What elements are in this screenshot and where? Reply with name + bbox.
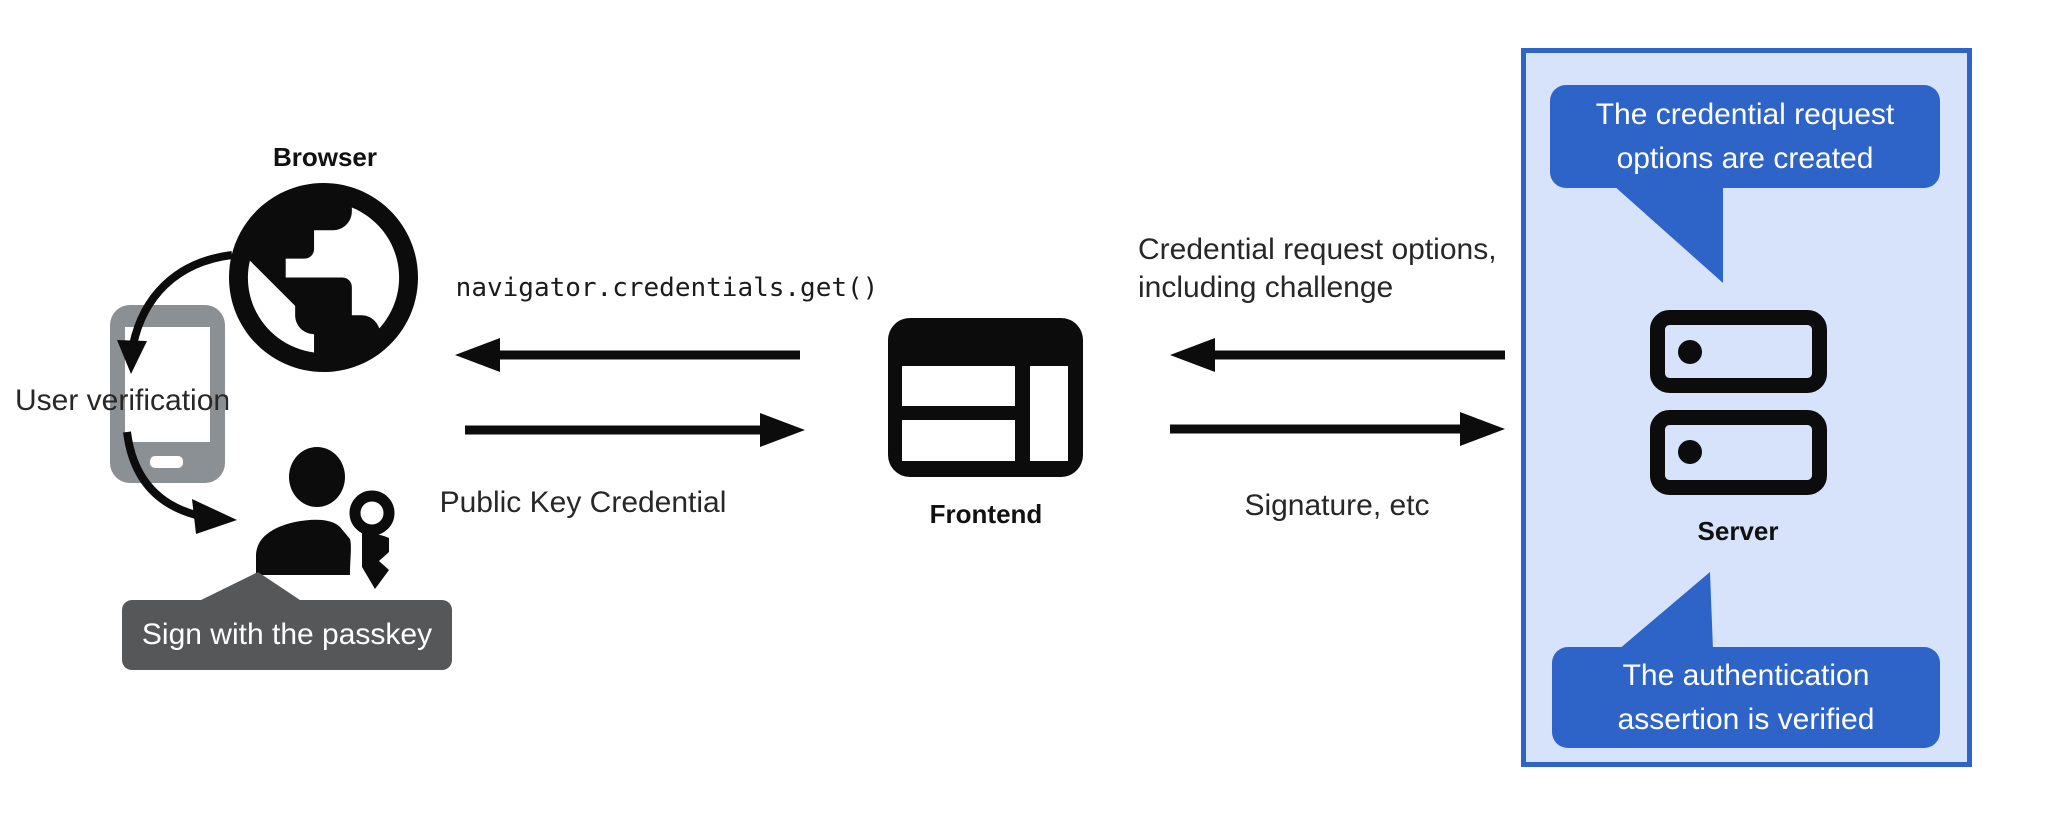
bubble-bottom-text: The authentication assertion is verified — [1552, 647, 1940, 748]
public-key-credential-label: Public Key Credential — [439, 486, 727, 519]
arrow-get-credentials-left — [455, 338, 800, 372]
globe-icon — [229, 183, 418, 372]
bubble-assertion-verified — [1552, 572, 1940, 748]
bubble-bottom-tail — [1618, 572, 1713, 650]
code-call-label: navigator.credentials.get() — [455, 273, 879, 303]
sign-passkey-tooltip — [122, 572, 452, 670]
bubble-top-line2: options are created — [1616, 141, 1874, 175]
bubble-bottom-line1: The authentication — [1622, 658, 1870, 692]
credential-request-line2: including challenge — [1138, 271, 1394, 304]
arrow-public-key-right — [465, 413, 805, 447]
frontend-label: Frontend — [929, 499, 1043, 529]
server-label: Server — [1697, 516, 1779, 546]
bubble-top-line1: The credential request — [1595, 97, 1895, 131]
signature-label: Signature, etc — [1244, 489, 1430, 522]
credential-request-label: Credential request options, including cha… — [1138, 231, 1497, 307]
user-with-passkey-icon — [256, 447, 395, 589]
key-ring — [349, 490, 395, 536]
user-verification-label: User verification — [15, 384, 231, 417]
bubble-top-text: The credential request options are create… — [1550, 85, 1940, 188]
bubble-top-tail — [1613, 185, 1723, 283]
curved-arrow-globe-to-phone — [117, 251, 233, 374]
bubble-bottom-line2: assertion is verified — [1617, 702, 1875, 736]
server-rack-icon — [1650, 310, 1827, 495]
credential-request-line1: Credential request options, — [1138, 233, 1497, 266]
arrow-signature-right — [1170, 412, 1505, 446]
curved-arrow-phone-to-user — [123, 431, 237, 534]
frontend-window-icon — [888, 318, 1083, 477]
arrow-credential-options-left — [1170, 338, 1505, 372]
key-stem — [362, 533, 389, 589]
bubble-credential-options — [1550, 85, 1940, 283]
sign-passkey-label: Sign with the passkey — [141, 618, 433, 651]
browser-label: Browser — [272, 142, 378, 172]
